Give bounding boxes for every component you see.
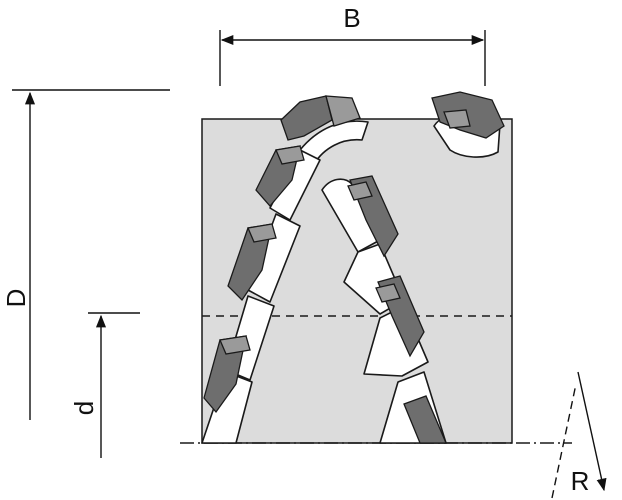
width-label: B: [343, 3, 360, 33]
outer-diameter-dimension: [12, 89, 170, 420]
insert: [431, 91, 505, 139]
width-dimension: [219, 30, 486, 86]
insert: [227, 223, 273, 302]
inner-diameter-dimension: [88, 312, 140, 458]
rotation-indicator: [551, 371, 607, 499]
rotation-label: R: [571, 466, 590, 496]
outer-diameter-label: D: [1, 289, 31, 308]
insert: [219, 335, 251, 355]
insert: [247, 223, 277, 243]
insert: [347, 181, 373, 201]
left-flute: [201, 120, 369, 444]
insert: [203, 335, 247, 414]
insert: [403, 395, 447, 444]
right-flute-inserts: [347, 91, 505, 444]
insert: [275, 145, 305, 165]
insert: [375, 283, 401, 303]
insert: [443, 109, 471, 129]
left-flute-inserts: [203, 95, 361, 414]
inner-diameter-label: d: [69, 401, 99, 415]
insert: [325, 95, 361, 127]
